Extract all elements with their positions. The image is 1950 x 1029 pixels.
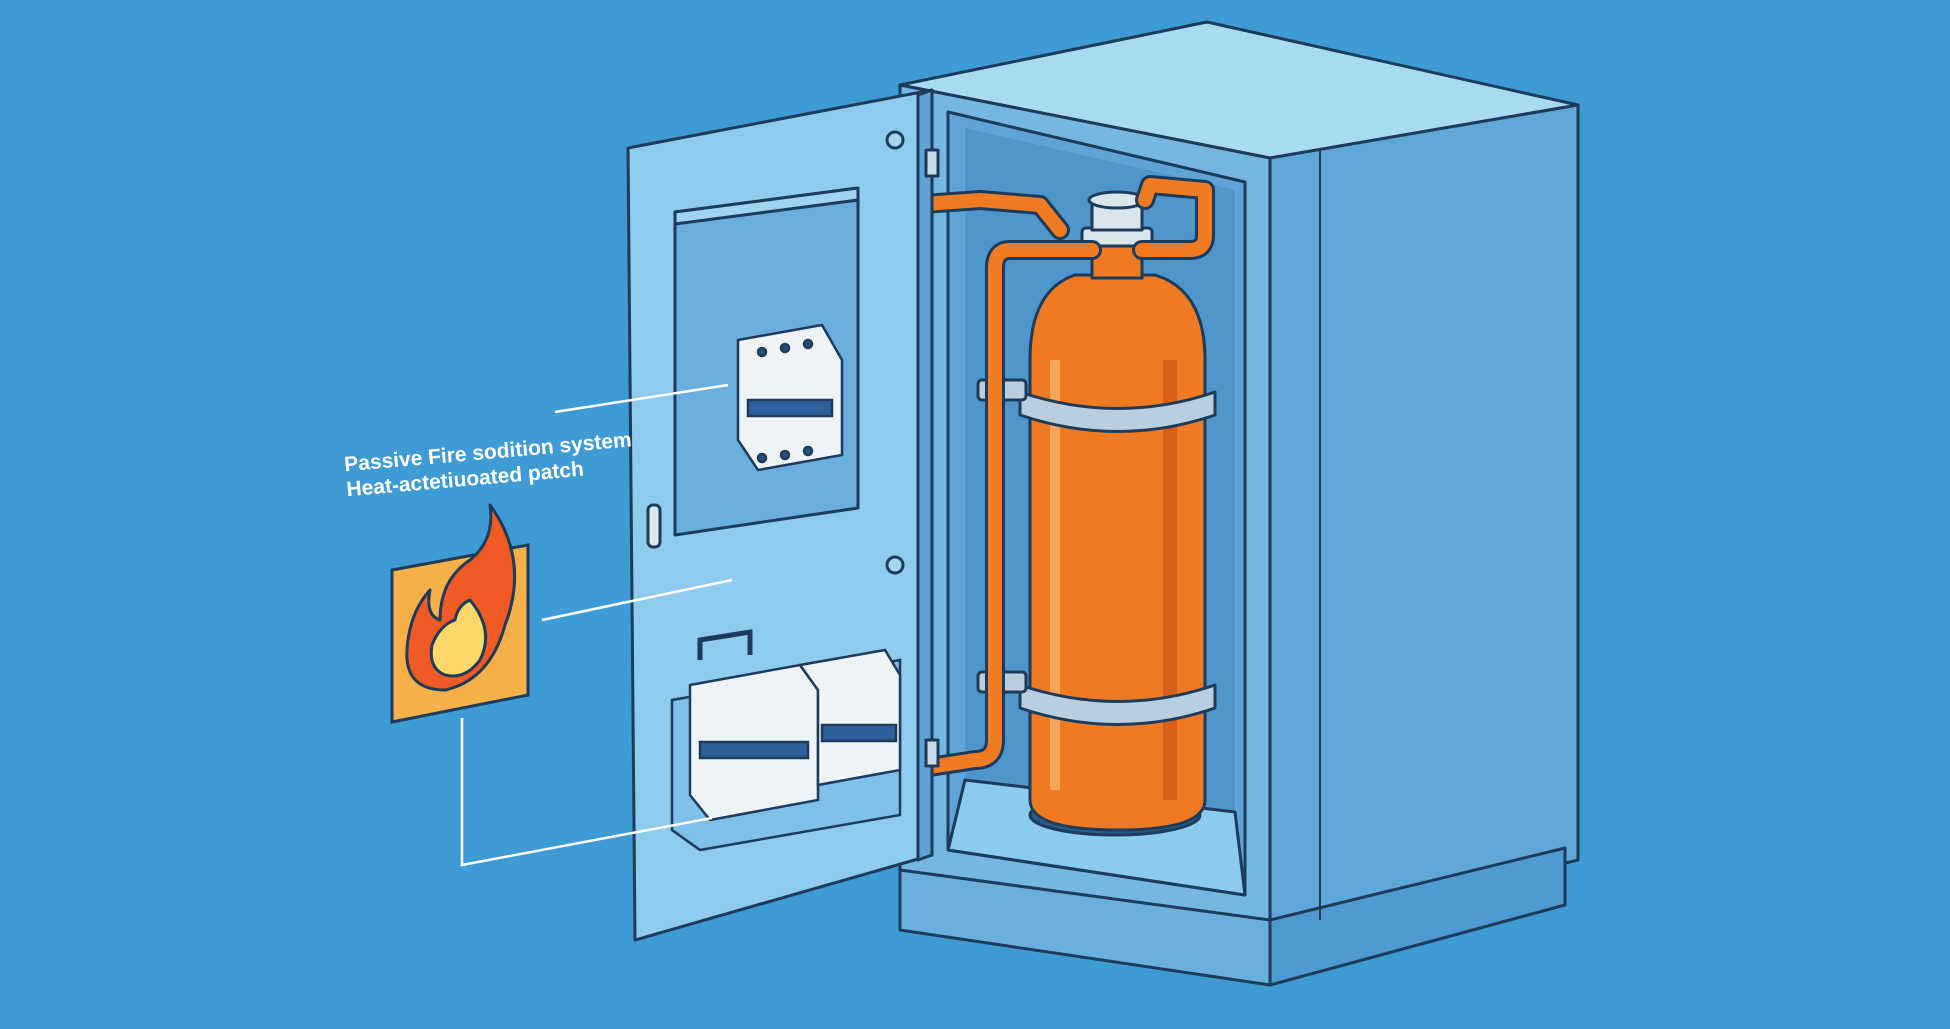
door-screw-2 bbox=[885, 555, 905, 575]
lower-breaker-bracket bbox=[697, 629, 753, 660]
leader-line-patch bbox=[541, 578, 733, 622]
upper-breaker-switch-strip bbox=[746, 398, 834, 418]
door-inner-edge bbox=[916, 88, 934, 862]
upper-breaker-screw bbox=[802, 338, 814, 350]
heat-activated-patch bbox=[390, 503, 530, 724]
upper-breaker-screw bbox=[802, 445, 814, 457]
lower-breaker-switch-strip-left bbox=[698, 740, 810, 760]
control-panel-box-top bbox=[673, 186, 860, 226]
door-screw-1 bbox=[885, 130, 905, 150]
leader-line-system bbox=[554, 383, 729, 414]
cylinder-strap-upper bbox=[1018, 390, 1217, 433]
lower-breaker-right bbox=[797, 648, 902, 787]
door-hinge-bottom bbox=[924, 738, 940, 768]
upper-breaker-screw bbox=[756, 346, 768, 358]
leader-lines bbox=[460, 383, 733, 867]
door-handle[interactable] bbox=[646, 503, 662, 549]
cylinder-strap-lower bbox=[1018, 683, 1217, 726]
upper-breaker-screw bbox=[779, 449, 791, 461]
upper-breaker-screw bbox=[756, 452, 768, 464]
upper-breaker-body bbox=[736, 323, 844, 472]
pipe-cylinder-top bbox=[1135, 178, 1212, 257]
pipe-cylinder-to-door bbox=[903, 243, 1099, 777]
flame-icon bbox=[405, 503, 517, 692]
door-hinge-top bbox=[924, 148, 940, 178]
cabinet-base-side bbox=[1268, 846, 1567, 987]
leader-line-flame bbox=[460, 718, 713, 867]
diagram-labels: Passive Fire sodition system Heat-acteti… bbox=[343, 428, 632, 501]
upper-breaker-unit bbox=[736, 323, 844, 472]
cabinet-side bbox=[1268, 103, 1580, 937]
upper-breaker-screw bbox=[779, 342, 791, 354]
lower-breaker-unit bbox=[670, 629, 902, 852]
extinguisher-cylinder bbox=[976, 190, 1217, 837]
lower-breaker-switch-strip-right bbox=[820, 723, 898, 743]
